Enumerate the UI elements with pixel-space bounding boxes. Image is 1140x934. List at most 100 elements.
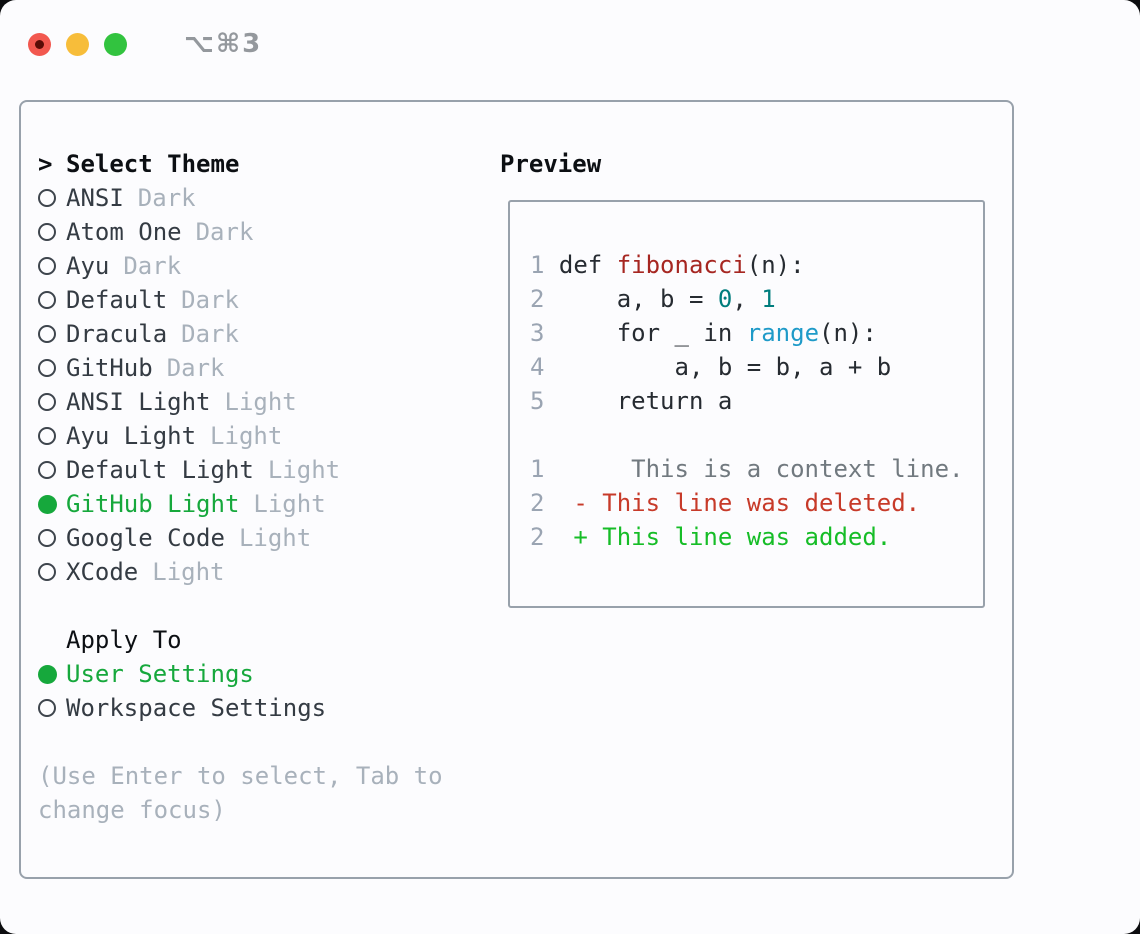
radio-unselected-icon <box>38 325 66 343</box>
code-token-plain <box>559 387 617 415</box>
theme-variant-tag: Light <box>238 524 312 552</box>
code-token-keyword: return <box>616 387 704 415</box>
section-gap <box>38 589 490 623</box>
line-number: 3 <box>530 319 545 347</box>
preview-column: Preview 1 def fibonacci(n): 2 a, b = 0, … <box>490 147 1012 877</box>
theme-option[interactable]: ANSI Dark <box>38 181 490 215</box>
theme-option[interactable]: Atom One Dark <box>38 215 490 249</box>
apply-option[interactable]: User Settings <box>38 657 490 691</box>
theme-option-label: Dracula <box>66 320 168 348</box>
theme-option-label: Ayu Light <box>66 422 197 450</box>
theme-option[interactable]: GitHub Light Light <box>38 487 490 521</box>
apply-option[interactable]: Workspace Settings <box>38 691 490 725</box>
theme-option-label: Atom One <box>66 218 182 246</box>
line-number: 1 <box>530 251 545 279</box>
radio-unselected-icon <box>38 359 66 377</box>
theme-option[interactable]: Google Code Light <box>38 521 490 555</box>
radio-selected-icon <box>38 494 66 514</box>
radio-unselected-icon <box>38 393 66 411</box>
theme-variant-tag: Dark <box>166 354 225 382</box>
line-number: 4 <box>530 353 545 381</box>
radio-unselected-icon <box>38 529 66 547</box>
preview-box: 1 def fibonacci(n): 2 a, b = 0, 1 3 for … <box>508 200 985 608</box>
apply-to-header: Apply To <box>38 623 490 657</box>
radio-unselected-icon <box>38 257 66 275</box>
theme-option-label: Default Light <box>66 456 254 484</box>
theme-option-label: GitHub Light <box>66 490 240 518</box>
line-number: 5 <box>530 387 545 415</box>
theme-option[interactable]: Default Light Light <box>38 453 490 487</box>
theme-variant-tag: Light <box>267 456 341 484</box>
code-token-plain: (n): <box>746 251 805 279</box>
theme-option-label: ANSI <box>66 184 124 212</box>
theme-option-label: Default <box>66 286 168 314</box>
code-token-function: fibonacci <box>616 251 747 279</box>
theme-variant-tag: Light <box>210 422 283 450</box>
radio-unselected-icon <box>38 223 66 241</box>
radio-unselected-icon <box>38 291 66 309</box>
radio-unselected-icon <box>38 427 66 445</box>
theme-option-label: GitHub <box>66 354 153 382</box>
theme-option[interactable]: Ayu Dark <box>38 249 490 283</box>
theme-option[interactable]: Default Dark <box>38 283 490 317</box>
preview-title: Preview <box>500 150 602 178</box>
radio-unselected-icon <box>38 461 66 479</box>
theme-option[interactable]: XCode Light <box>38 555 490 589</box>
select-theme-header: > Select Theme <box>38 147 490 181</box>
theme-option-label: ANSI Light <box>66 388 211 416</box>
apply-option-label: Workspace Settings <box>66 694 327 722</box>
close-button-dot-icon <box>35 39 44 49</box>
code-token-plain <box>559 319 617 347</box>
close-button[interactable] <box>28 32 51 56</box>
theme-option[interactable]: ANSI Light Light <box>38 385 490 419</box>
diff-line-context: This is a context line. <box>544 455 964 483</box>
radio-unselected-icon <box>38 563 66 581</box>
window-hotkey-label: ⌥⌘3 <box>184 29 263 59</box>
maximize-button[interactable] <box>104 32 127 56</box>
line-number: 2 <box>530 489 545 517</box>
code-token-keyword: for <box>616 319 661 347</box>
theme-variant-tag: Dark <box>181 286 239 314</box>
radio-unselected-icon <box>38 699 66 717</box>
apply-to-title: Apply To <box>66 626 182 654</box>
radio-unselected-icon <box>38 189 66 207</box>
diff-line-deleted: - This line was deleted. <box>544 489 921 517</box>
preview-content: 1 def fibonacci(n): 2 a, b = 0, 1 3 for … <box>530 248 983 554</box>
code-token-plain: , <box>732 285 762 313</box>
theme-option[interactable]: Ayu Light Light <box>38 419 490 453</box>
theme-option-label: Ayu <box>66 252 110 280</box>
prompt-icon: > <box>38 150 53 178</box>
minimize-button[interactable] <box>66 32 89 56</box>
theme-variant-tag: Dark <box>123 252 182 280</box>
code-token-number: 1 <box>761 285 776 313</box>
section-gap <box>38 725 490 759</box>
theme-variant-tag: Light <box>224 388 297 416</box>
code-token-number: 0 <box>717 285 733 313</box>
preview-header: Preview <box>490 147 1012 181</box>
theme-variant-tag: Dark <box>195 218 254 246</box>
line-number: 1 <box>530 455 545 483</box>
code-token-plain: a, b = b, a + b <box>558 353 892 381</box>
help-text: (Use Enter to select, Tab to change focu… <box>38 762 443 824</box>
apply-option-label: User Settings <box>66 660 254 688</box>
theme-variant-tag: Light <box>253 490 326 518</box>
theme-option-label: Google Code <box>66 524 225 552</box>
code-token-plain <box>732 319 746 347</box>
theme-variant-tag: Light <box>152 558 225 586</box>
theme-variant-tag: Dark <box>181 320 239 348</box>
code-token-plain: a, b = <box>558 285 718 313</box>
code-token-plain: a <box>703 387 733 415</box>
diff-line-added: + This line was added. <box>544 523 892 551</box>
theme-option-label: XCode <box>66 558 139 586</box>
line-number: 2 <box>530 523 545 551</box>
theme-option[interactable]: Dracula Dark <box>38 317 490 351</box>
code-token-plain: _ <box>660 319 704 347</box>
theme-option[interactable]: GitHub Dark <box>38 351 490 385</box>
theme-variant-tag: Dark <box>137 184 196 212</box>
line-number: 2 <box>530 285 545 313</box>
